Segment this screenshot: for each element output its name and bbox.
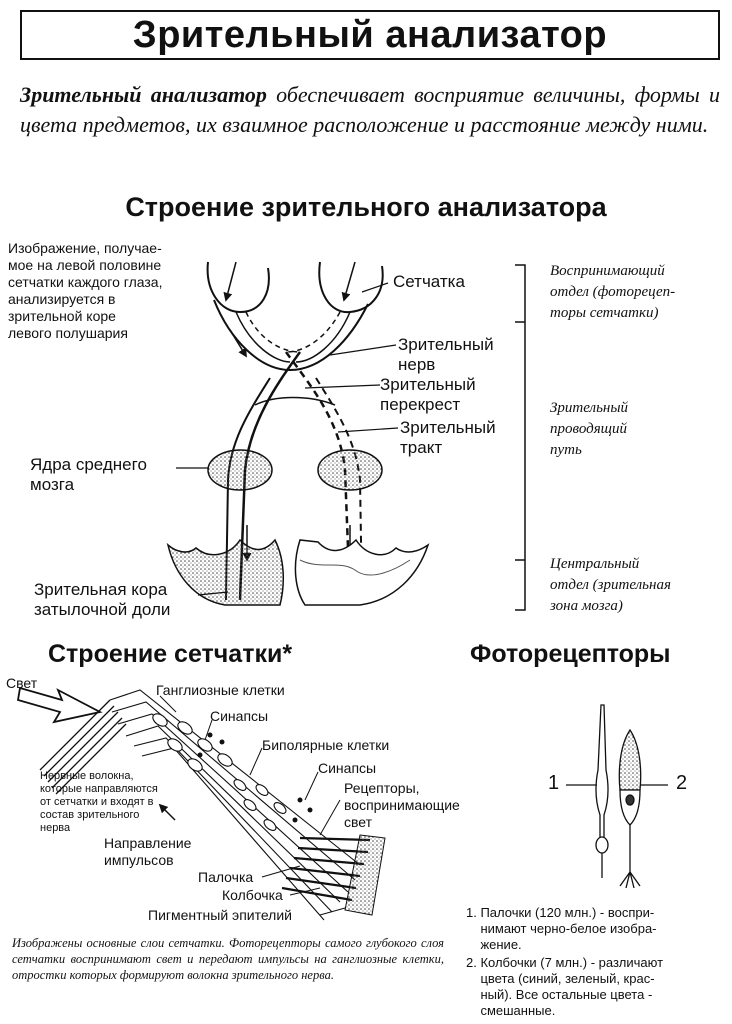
rod-marker: 1 — [548, 772, 560, 794]
department-bracket — [515, 264, 526, 611]
ganglion-cells-label: Ганглиозные клетки — [156, 682, 285, 698]
rod-cell — [595, 704, 609, 878]
cone-marker: 2 — [676, 772, 688, 794]
synapses-label-1: Синапсы — [210, 708, 269, 724]
receptive-department: Воспринимающий отдел (фоторецеп- торы се… — [550, 263, 676, 321]
retina-caption: Изображены основные слои сетчатки. Фотор… — [12, 936, 444, 982]
rods-description: 1. Палочки (120 млн.) - воспри- нимают ч… — [466, 905, 657, 952]
optic-nerve-label: Зрительный нерв — [398, 335, 494, 374]
rod-label: Палочка — [198, 869, 254, 885]
receptors-label: Рецепторы, воспринимающие свет — [344, 780, 460, 830]
photoreceptors-heading: Фоторецепторы — [470, 640, 671, 668]
conductive-department: Зрительный проводящий путь — [550, 400, 629, 458]
synapses-label-2: Синапсы — [318, 760, 377, 776]
intro-bold: Зрительный анализатор — [20, 82, 267, 107]
cone-cell — [618, 728, 642, 889]
pigment-epithelium — [344, 834, 386, 916]
page-title: Зрительный анализатор — [132, 13, 608, 56]
right-occipital-cortex — [294, 538, 430, 606]
title-box: Зрительный анализатор — [20, 10, 720, 60]
cones-description: 2. Колбочки (7 млн.) - различают цвета (… — [466, 955, 664, 1018]
central-department: Центральный отдел (зрительная зона мозга… — [550, 556, 671, 614]
optic-tract-label: Зрительный тракт — [400, 418, 496, 457]
intro-text: обеспечивает восприятие величины, формы … — [20, 82, 721, 137]
retina-label: Сетчатка — [393, 272, 465, 291]
impulse-direction-label: Направление импульсов — [104, 835, 192, 868]
light-arrow — [16, 686, 103, 724]
cone-label: Колбочка — [222, 887, 283, 903]
retina-heading: Строение сетчатки* — [48, 640, 293, 668]
nerve-fibers-label: Нервные волокна, которые направляются от… — [40, 770, 158, 834]
light-label: Свет — [6, 675, 38, 691]
left-occipital-cortex — [166, 538, 285, 606]
optic-chiasm-label: Зрительный перекрест — [380, 375, 476, 414]
intro-paragraph: Зрительный анализатор обеспечивает воспр… — [20, 80, 720, 140]
left-midbrain-nucleus — [207, 449, 273, 491]
structure-heading: Строение зрительного анализатора — [125, 192, 607, 222]
visual-cortex-label: Зрительная кора затылочной доли — [34, 580, 171, 619]
bipolar-cells-label: Биполярные клетки — [262, 737, 390, 753]
left-eye — [206, 261, 270, 314]
left-hemisphere-note: Изображение, получае- мое на левой полов… — [8, 240, 163, 341]
pigment-epithelium-label: Пигментный эпителий — [148, 907, 292, 923]
midbrain-label: Ядра среднего мозга — [30, 455, 147, 494]
right-midbrain-nucleus — [317, 449, 383, 491]
